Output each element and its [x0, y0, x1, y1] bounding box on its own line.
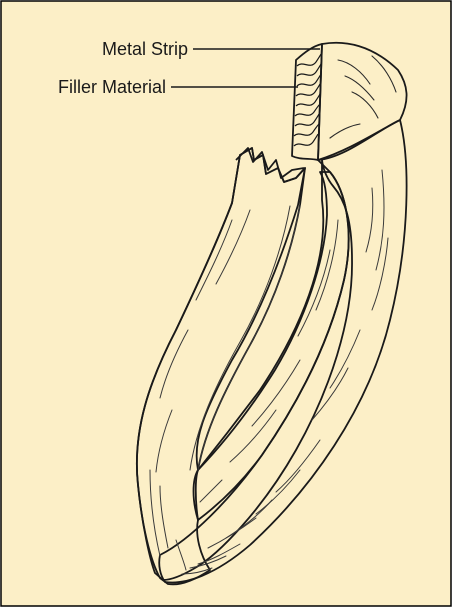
filler-material-label: Filler Material — [58, 77, 166, 97]
metal-strip-label: Metal Strip — [102, 39, 188, 59]
